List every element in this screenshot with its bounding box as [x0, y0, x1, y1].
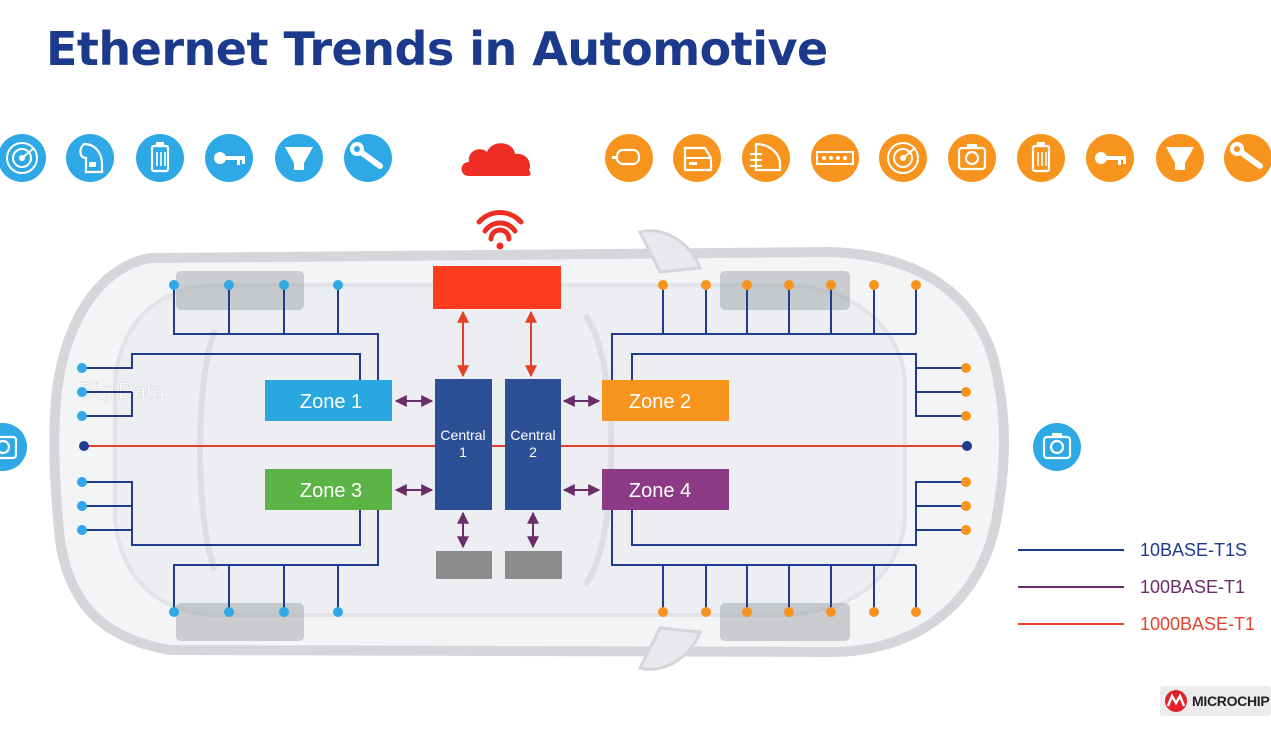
legend-label-100base: 100BASE-T1: [1140, 577, 1246, 597]
wheel-front-left: [176, 271, 304, 310]
central-2-label-line2: 2: [529, 444, 537, 460]
storage-1-box: [436, 551, 492, 579]
legend-item-1000base: 1000BASE-T1: [1018, 612, 1271, 636]
legend-line-10base: [1018, 549, 1124, 551]
legend-line-100base: [1018, 586, 1124, 588]
legend-label-10base: 10BASE-T1S: [1140, 540, 1248, 560]
t1s-wiring-right: [611, 285, 966, 612]
central-1-box: [435, 379, 492, 510]
wheel-rear-right: [720, 603, 850, 641]
zone-2-box: [602, 380, 729, 421]
wheel-front-right: [720, 271, 850, 310]
radar-icon: [0, 134, 46, 182]
camera-icon: [948, 134, 996, 182]
zone-1-box: [265, 380, 392, 421]
wheel-rear-left: [176, 603, 304, 641]
camera-icon: [1033, 423, 1081, 471]
wifi-icon: [476, 210, 524, 250]
camera-icon: [0, 423, 27, 471]
t1s-wiring-left: [82, 285, 379, 612]
big-data-label: Big Data: [80, 378, 165, 403]
orange-icon-row: [605, 134, 1271, 182]
legend-line-1000base: [1018, 623, 1124, 625]
central-1-label-line2: 1: [459, 444, 467, 460]
zone-3-label: Zone 3: [300, 480, 362, 502]
zone-1-label: Zone 1: [300, 391, 362, 413]
backbone-end-left: [79, 441, 89, 451]
blue-icon-row: [0, 134, 392, 182]
legend-label-1000base: 1000BASE-T1: [1140, 614, 1256, 634]
legend-item-10base: 10BASE-T1S: [1018, 538, 1271, 562]
zone-3-box: [265, 469, 392, 510]
central-2-box: [505, 379, 561, 510]
microchip-logo-text: MICROCHIP: [1192, 693, 1270, 709]
microchip-logo: MICROCHIP: [1160, 686, 1271, 716]
microchip-logo-mark-icon: [1165, 690, 1187, 712]
cloud-icon: [461, 143, 531, 176]
zone-2-label: Zone 2: [629, 391, 691, 413]
car-door-icon: [673, 134, 721, 182]
endpoints-orange: [658, 280, 971, 617]
wheels: [176, 271, 850, 641]
battery-icon: [1017, 134, 1065, 182]
key-icon: [205, 134, 253, 182]
headlight-icon: [742, 134, 790, 182]
light-beam-icon: [1156, 134, 1204, 182]
radar-icon: [879, 134, 927, 182]
wrench-icon: [1224, 134, 1271, 182]
zone-4-label: Zone 4: [629, 480, 691, 502]
zone-4-box: [602, 469, 729, 510]
light-strip-icon: [811, 134, 859, 182]
central-2-label-line1: Central: [510, 427, 555, 443]
light-beam-icon: [275, 134, 323, 182]
storage-2-box: [505, 551, 562, 579]
side-mirror-icon: [66, 134, 114, 182]
endpoints-blue: [77, 280, 343, 617]
telematics-gateway: [433, 266, 561, 309]
battery-icon: [136, 134, 184, 182]
legend-item-100base: 100BASE-T1: [1018, 575, 1271, 599]
wrench-icon: [344, 134, 392, 182]
central-1-label-line1: Central: [440, 427, 485, 443]
key-icon: [1086, 134, 1134, 182]
backbone-end-right: [962, 441, 972, 451]
side-mirror-icon: [605, 134, 653, 182]
page-title: Ethernet Trends in Automotive: [46, 22, 828, 76]
